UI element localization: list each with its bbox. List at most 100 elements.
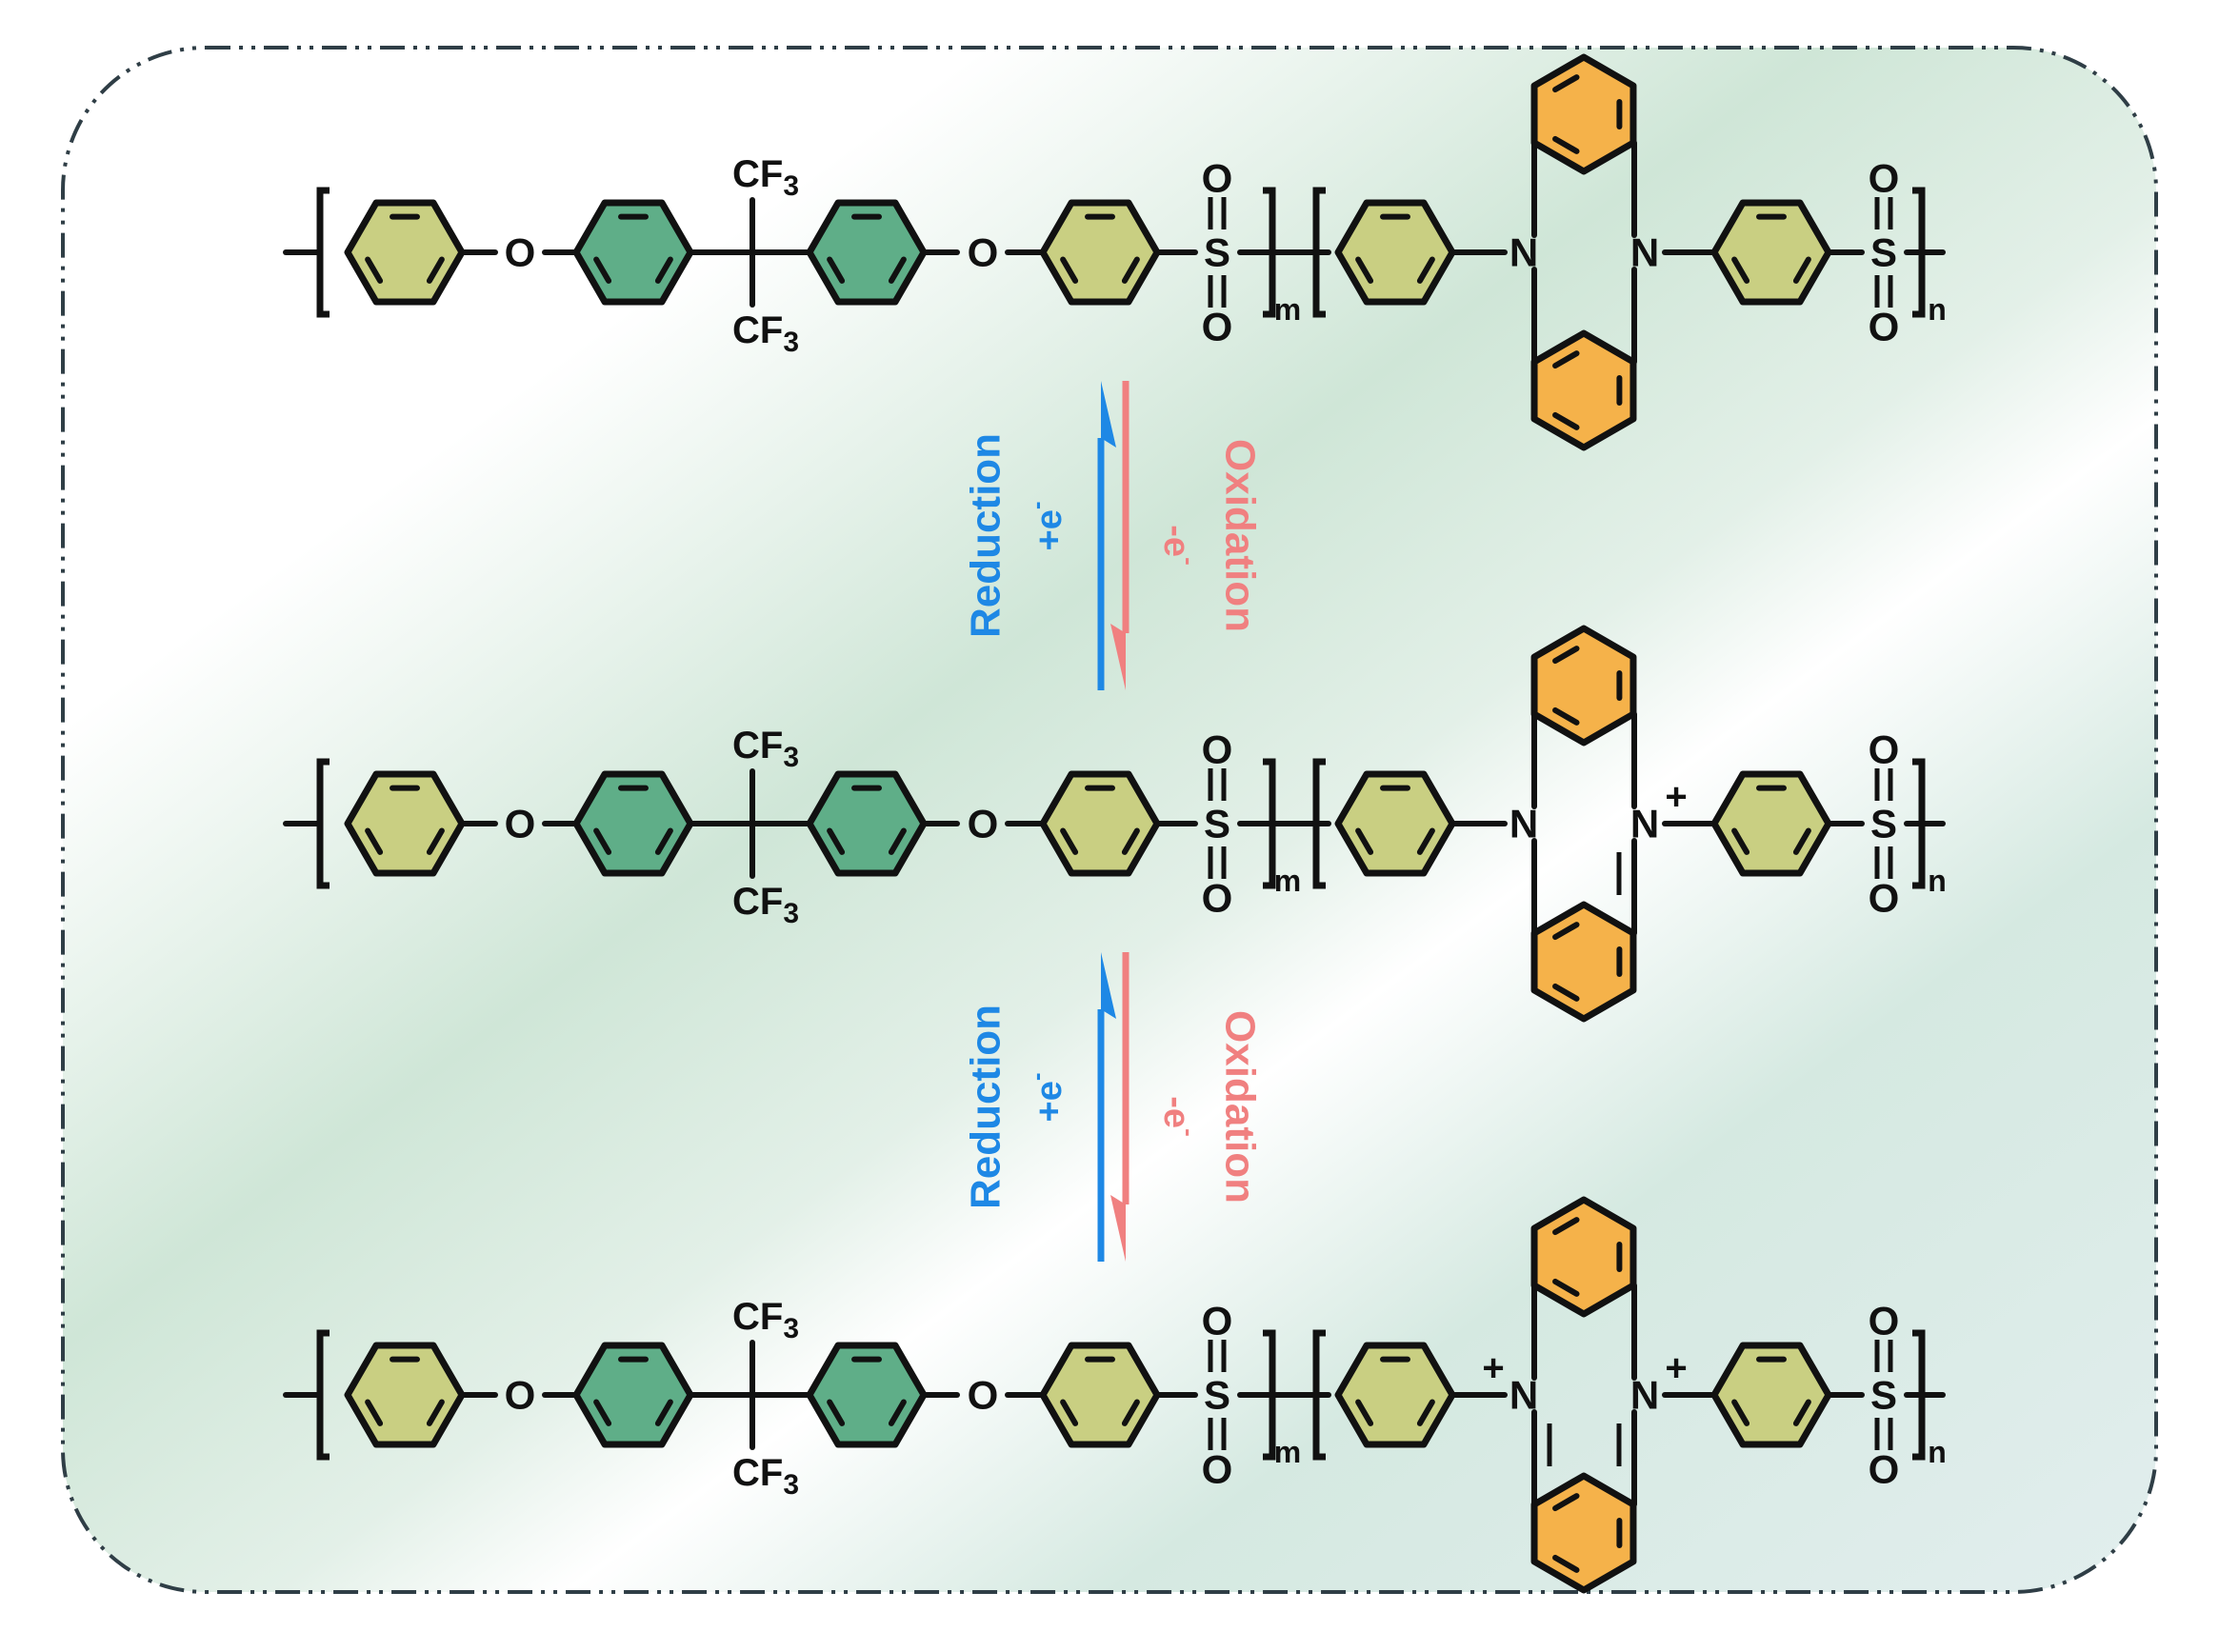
cf3-main: CF <box>732 725 783 766</box>
ether-oxygen: O <box>505 802 536 846</box>
phenazine-lower-ring <box>1530 1472 1637 1594</box>
aromatic-double-bond <box>1121 827 1140 855</box>
reduction-label: Reduction <box>963 433 1010 638</box>
block-m-label: m <box>1274 292 1301 327</box>
sulfone-oxygen-top: O <box>1869 1299 1900 1343</box>
cf3-label: CF3 <box>732 153 799 202</box>
phenylene-ring <box>806 770 928 877</box>
aromatic-double-bond <box>1552 646 1580 665</box>
block-n-label: n <box>1928 1435 1947 1469</box>
reduction-electron-label: +e- <box>1022 502 1070 551</box>
aromatic-double-bond <box>888 827 907 855</box>
sulfone-oxygen-top: O <box>1202 727 1233 772</box>
reduction-electron-text: +e <box>1030 1081 1070 1122</box>
electron-superscript: - <box>1175 557 1204 566</box>
sulfone-oxygen-bottom: O <box>1869 1447 1900 1492</box>
reduction-arrow-head <box>1101 381 1116 448</box>
sulfone-sulfur: S <box>1204 230 1230 275</box>
phenylene-ring <box>1039 770 1161 877</box>
oxidation-arrow-head <box>1110 1195 1126 1262</box>
aromatic-double-bond <box>1552 983 1580 1002</box>
reduction-electron-text: +e <box>1030 509 1070 550</box>
reduction-electron-label: +e- <box>1022 1073 1070 1123</box>
bracket-m-close <box>1263 187 1276 318</box>
phenazine-upper-ring <box>1530 625 1637 746</box>
cf3-group-bottom: CF3 <box>732 1452 799 1501</box>
phenylene-ring <box>572 199 694 306</box>
sulfone-group: SO O <box>1869 1299 1900 1492</box>
cf3-subscript: 3 <box>783 327 799 358</box>
sulfone-oxygen-top: O <box>1202 156 1233 201</box>
bracket-n-close <box>1912 187 1926 318</box>
oxidation-arrow-head <box>1110 624 1126 690</box>
cf3-subscript: 3 <box>783 898 799 929</box>
aromatic-double-bond <box>1416 827 1435 855</box>
aromatic-double-bond <box>654 1399 673 1426</box>
sulfone-sulfur: S <box>1204 802 1230 846</box>
oxidation-electron-label: -e- <box>1156 1096 1204 1136</box>
phenylene-ring <box>1039 199 1161 306</box>
cation-charge-left: + <box>1482 1347 1504 1389</box>
aromatic-double-bond <box>1552 350 1580 369</box>
phenylene-ring <box>572 770 694 877</box>
aromatic-double-bond <box>1355 256 1374 284</box>
sulfone-group: SOO <box>1202 1299 1233 1492</box>
block-n-label: n <box>1928 292 1947 327</box>
aromatic-double-bond <box>654 256 673 284</box>
aromatic-double-bond <box>426 1399 445 1426</box>
bracket-n-close <box>1912 758 1926 889</box>
electron-superscript: - <box>1022 502 1050 510</box>
sulfone-sulfur: S <box>1870 230 1897 275</box>
cf3-subscript: 3 <box>783 742 799 773</box>
phenylene-ring <box>1039 1342 1161 1448</box>
aromatic-double-bond <box>888 256 907 284</box>
phenylene-ring <box>1710 199 1832 306</box>
cf3-group-bottom: CF3 <box>732 881 799 929</box>
phenylene-ring <box>344 199 466 306</box>
sulfone-oxygen-bottom: O <box>1869 305 1900 349</box>
sulfone-oxygen-bottom: O <box>1202 1447 1233 1492</box>
aromatic-double-bond <box>1552 1278 1580 1297</box>
sulfone-oxygen-top: O <box>1202 1299 1233 1343</box>
oxidation-electron-label: -e- <box>1156 525 1204 565</box>
aromatic-double-bond <box>426 256 445 284</box>
sulfone-oxygen-top: O <box>1869 156 1900 201</box>
cf3-group-top: CF3 <box>732 725 799 773</box>
reduction-arrow-head <box>1101 952 1116 1019</box>
sulfone-sulfur: S <box>1870 1373 1897 1418</box>
ether-oxygen: O <box>505 1373 536 1418</box>
aromatic-double-bond <box>1416 1399 1435 1426</box>
equilibrium-2: Reduction+e-Oxidation-e- <box>963 952 1264 1262</box>
cf3-subscript: 3 <box>783 1313 799 1344</box>
cf3-subscript: 3 <box>783 1469 799 1501</box>
cf3-label: CF3 <box>732 1452 799 1501</box>
electron-superscript: - <box>1022 1073 1050 1082</box>
aromatic-double-bond <box>1355 1399 1374 1426</box>
phenazine-lower-ring <box>1530 329 1637 451</box>
aromatic-double-bond <box>1121 256 1140 284</box>
phenazine-upper-ring <box>1530 1196 1637 1318</box>
phenazine-upper-ring <box>1530 53 1637 175</box>
aromatic-double-bond <box>365 256 384 284</box>
aromatic-double-bond <box>1416 256 1435 284</box>
aromatic-double-bond <box>365 1399 384 1426</box>
bracket-n-open <box>1312 1329 1326 1461</box>
dashed-frame <box>61 46 2158 1594</box>
phenylene-ring <box>344 1342 466 1448</box>
cf3-label: CF3 <box>732 725 799 773</box>
aromatic-double-bond <box>1552 1217 1580 1236</box>
cf3-subscript: 3 <box>783 170 799 202</box>
bracket-n-open <box>1312 187 1326 318</box>
block-n-label: n <box>1928 864 1947 898</box>
phenylene-ring <box>344 770 466 877</box>
aromatic-double-bond <box>1792 256 1811 284</box>
aromatic-double-bond <box>1731 1399 1750 1426</box>
cation-charge-right: + <box>1665 1347 1687 1389</box>
reduction-label: Reduction <box>963 1005 1010 1209</box>
aromatic-double-bond <box>1060 827 1079 855</box>
aromatic-double-bond <box>1731 256 1750 284</box>
